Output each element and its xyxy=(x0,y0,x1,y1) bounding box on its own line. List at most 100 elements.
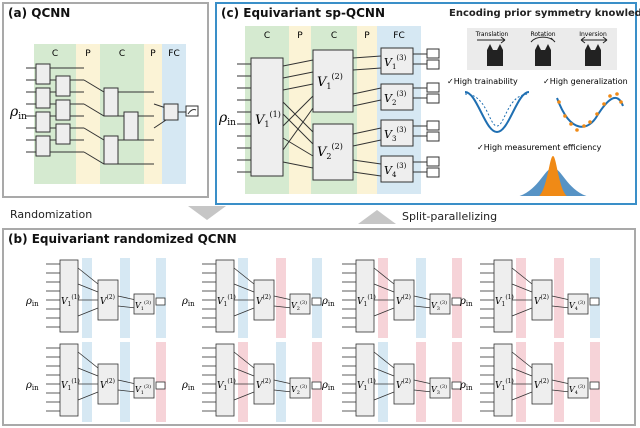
v3-block xyxy=(380,83,414,111)
wire xyxy=(117,305,137,309)
stripe xyxy=(378,342,388,422)
col-label: P xyxy=(364,31,370,41)
benefit: ✓High generalization xyxy=(543,77,628,86)
v2-label: V(2) xyxy=(396,294,411,307)
trainability-curve-dotted xyxy=(464,93,530,127)
wire xyxy=(551,295,571,301)
measure-icon xyxy=(589,381,600,390)
v2-label: V(2) xyxy=(256,294,271,307)
col-label: C xyxy=(119,49,125,59)
stripe xyxy=(276,258,286,338)
wire xyxy=(233,391,255,401)
measure-icon xyxy=(451,381,462,390)
v2-block xyxy=(253,363,275,405)
stripe xyxy=(276,342,286,422)
v1-label: V1(1) xyxy=(217,378,236,392)
stripe xyxy=(378,258,388,338)
v2-label: V(2) xyxy=(534,378,549,391)
v2-2-block xyxy=(312,123,354,181)
prior-graphics: Translation Rotation Inversion ✓High tra… xyxy=(447,28,628,196)
split-label: Split-parallelizing xyxy=(402,210,498,223)
v1-block xyxy=(355,343,375,417)
v2-1-label: V1(2) xyxy=(317,72,343,91)
rho-in: ρin xyxy=(181,380,195,392)
cat-icon xyxy=(487,44,601,66)
wire xyxy=(117,295,137,301)
v3-block xyxy=(429,293,451,315)
panel-a-title: (a) QCNN xyxy=(8,6,71,20)
wire xyxy=(511,367,533,377)
v2-label: V(2) xyxy=(534,294,549,307)
v3-block xyxy=(567,377,589,399)
wire xyxy=(273,295,293,301)
v3-label: V4(3) xyxy=(384,162,407,179)
wire xyxy=(77,307,99,317)
v2-2-label: V2(2) xyxy=(317,142,343,161)
col-label: P xyxy=(297,31,303,41)
rho-in: ρin xyxy=(9,104,27,122)
rho-in: ρin xyxy=(459,296,473,308)
stripe xyxy=(554,342,564,422)
wire xyxy=(233,283,255,293)
v1-block xyxy=(493,259,513,333)
wire xyxy=(77,367,99,377)
stripe xyxy=(416,342,426,422)
wire xyxy=(511,283,533,293)
generalization-curve xyxy=(556,96,624,128)
data-points xyxy=(557,92,623,132)
stripe xyxy=(554,258,564,338)
up-arrow xyxy=(358,210,396,224)
v3-label: V2(3) xyxy=(291,299,307,312)
wire xyxy=(511,391,533,401)
panel-c-circuit: C P C P FC ρin V1(1) V1(2) V2(2) V1 xyxy=(218,26,440,194)
v2-label: V(2) xyxy=(396,378,411,391)
stripe xyxy=(516,342,526,422)
v1-block xyxy=(493,343,513,417)
wire xyxy=(413,305,433,309)
panel-c: (c) Equivariant sp-QCNN C P C P FC xyxy=(215,2,640,205)
wire xyxy=(77,267,99,285)
v3-block xyxy=(289,293,311,315)
v3-block xyxy=(380,119,414,147)
v1-block xyxy=(215,259,235,333)
v1-label: V1(1) xyxy=(61,294,80,308)
v1-block xyxy=(250,57,284,177)
stripe xyxy=(416,258,426,338)
v1-block xyxy=(59,343,79,417)
v1-label: V1(1) xyxy=(357,378,376,392)
v1-label: V1(1) xyxy=(495,294,514,308)
wire xyxy=(373,391,395,401)
v2-block xyxy=(531,363,553,405)
measure-icon xyxy=(311,297,322,306)
panel-a-circuit: C P C P FC ρin xyxy=(9,44,199,184)
col-label: C xyxy=(52,49,58,59)
wire xyxy=(551,305,571,309)
prior-title: Encoding prior symmetry knowledge xyxy=(449,8,640,19)
stripe xyxy=(238,258,248,338)
v1-label: V1(1) xyxy=(495,378,514,392)
v3-label: V1(3) xyxy=(384,54,407,71)
rho-in: ρin xyxy=(218,110,236,128)
v3-block xyxy=(429,377,451,399)
benefit: ✓High trainability xyxy=(447,77,518,86)
rho-in: ρin xyxy=(459,380,473,392)
stripe xyxy=(120,342,130,422)
panel-a: (a) QCNN C P C P FC ρin xyxy=(2,2,209,198)
symmetry-label: Translation xyxy=(475,31,509,38)
wire xyxy=(373,283,395,293)
v3-label: V1(3) xyxy=(135,299,151,312)
rho-in: ρin xyxy=(25,380,39,392)
trainability-curve xyxy=(464,91,530,134)
v3-block xyxy=(133,293,155,315)
wire xyxy=(413,389,433,393)
v2-block xyxy=(393,363,415,405)
wire xyxy=(551,379,571,385)
efficiency-dist-narrow xyxy=(539,156,567,196)
v3-block xyxy=(567,293,589,315)
measure-icon xyxy=(311,381,322,390)
v1-label: V1(1) xyxy=(255,110,281,129)
col-label: P xyxy=(85,49,91,59)
wire xyxy=(233,367,255,377)
stripe xyxy=(516,258,526,338)
v3-block xyxy=(289,377,311,399)
